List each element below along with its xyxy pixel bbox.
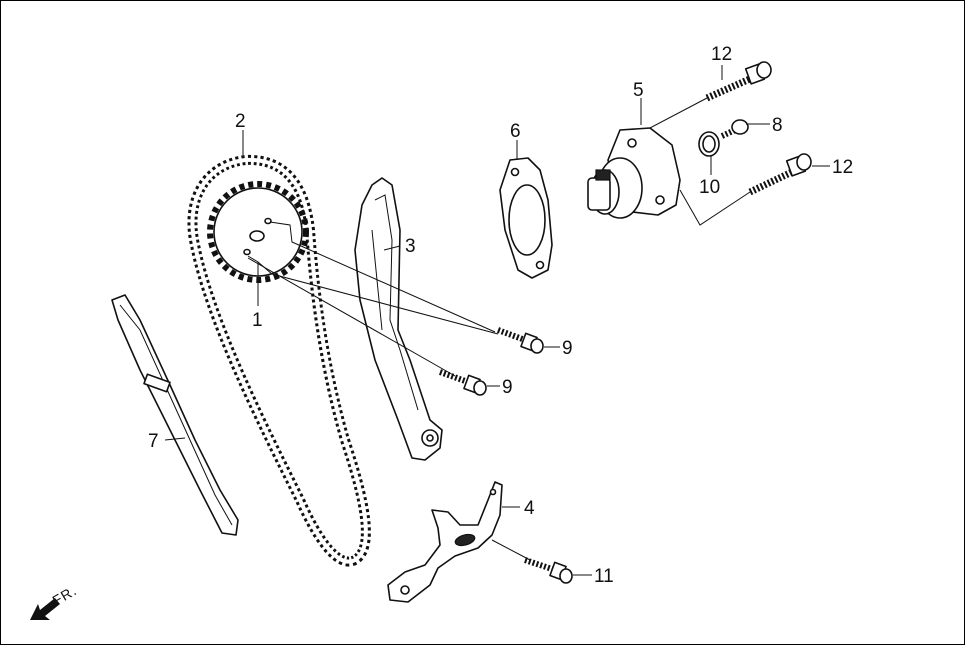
callout-slipper-number: 3 bbox=[405, 236, 416, 257]
bracket bbox=[387, 481, 503, 603]
callout-sprocket-number: 1 bbox=[252, 310, 263, 331]
callout-lifter-number: 5 bbox=[633, 80, 644, 101]
bolt-12-upper bbox=[705, 61, 772, 102]
cam-chain bbox=[187, 154, 371, 567]
leader-lines bbox=[164, 65, 830, 576]
washer-10 bbox=[698, 131, 720, 157]
callout-bolt-12-lower-number: 12 bbox=[832, 157, 853, 178]
callout-bolt-11-number: 11 bbox=[594, 566, 614, 587]
bolt-9-lower bbox=[438, 369, 487, 396]
callout-guide-number: 7 bbox=[148, 431, 159, 452]
callout-bolt-12-upper-number: 12 bbox=[711, 44, 732, 65]
bolt-11 bbox=[524, 557, 573, 584]
callout-bolt-8-number: 8 bbox=[772, 115, 783, 136]
tensioner-lifter bbox=[587, 127, 681, 219]
bolt-9-upper bbox=[496, 327, 544, 354]
chain-guide bbox=[111, 294, 239, 536]
callout-bolt-9-lower-number: 9 bbox=[502, 377, 513, 398]
callout-bolt-9-upper-number: 9 bbox=[562, 338, 573, 359]
bolt-8 bbox=[720, 119, 749, 139]
front-arrow-icon bbox=[30, 598, 60, 620]
tensioner-slipper bbox=[354, 177, 443, 461]
callout-bracket-number: 4 bbox=[524, 498, 535, 519]
callout-1-sprocket-number: 2 bbox=[235, 111, 246, 132]
bolt-12-lower bbox=[748, 153, 812, 196]
callout-washer-10-number: 10 bbox=[699, 177, 720, 198]
gasket bbox=[499, 157, 553, 279]
callout-gasket-number: 6 bbox=[510, 121, 521, 142]
